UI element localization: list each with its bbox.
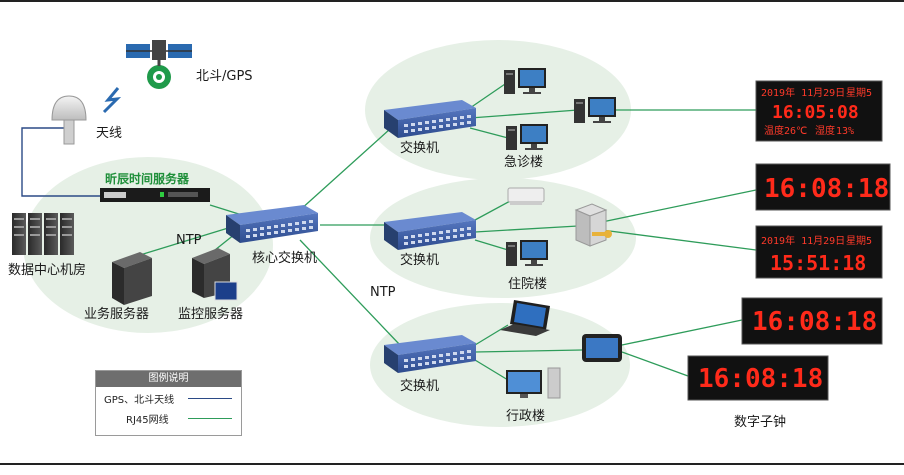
- legend-antenna-line: [188, 398, 232, 399]
- clock-1-date: 2019年 11月29日: [761, 86, 845, 99]
- clock-3: 2019年 11月29日 星期5 15:51:18: [755, 225, 883, 279]
- clock-5: 16:08:18: [687, 355, 829, 401]
- datacenter-label: 数据中心机房: [8, 262, 86, 278]
- legend-row-rj45: RJ45网线: [96, 407, 241, 427]
- clock-1-temp-label: 温度: [764, 124, 784, 137]
- tablet-icon: [582, 334, 622, 362]
- legend-row-antenna: GPS、北斗天线: [96, 387, 241, 407]
- switch-1-label: 交换机: [400, 140, 439, 156]
- clock-3-date: 2019年 11月29日: [761, 234, 845, 247]
- business-server-icon: [112, 252, 152, 305]
- clock-1-week: 星期5: [846, 87, 872, 99]
- monitor-server-label: 监控服务器: [178, 306, 243, 322]
- datacenter-rack-icon: [12, 213, 74, 255]
- time-server-label: 昕辰时间服务器: [105, 171, 190, 186]
- time-server-icon: [100, 188, 210, 202]
- clock-1-time: 16:05:08: [772, 102, 859, 123]
- clock-1: 2019年 11月29日 星期5 16:05:08 温度 26℃ 湿度 13%: [755, 80, 883, 142]
- clock-3-time: 15:51:18: [770, 251, 866, 275]
- clock-4-time: 16:08:18: [752, 307, 877, 337]
- bottom-border: [0, 463, 904, 465]
- legend-title: 图例说明: [96, 371, 241, 387]
- legend: 图例说明 GPS、北斗天线 RJ45网线: [95, 370, 242, 436]
- antenna-cable: [21, 127, 100, 197]
- core-switch-label: 核心交换机: [252, 250, 317, 266]
- switch-3-label: 交换机: [400, 378, 439, 394]
- mac-mini-icon: [507, 187, 545, 205]
- clock-1-hum-label: 湿度: [815, 124, 835, 137]
- switch-2-label: 交换机: [400, 252, 439, 268]
- ntp-label-bottom: NTP: [370, 285, 396, 300]
- inpatient-zone: [370, 178, 636, 298]
- desktop-pc-icon: [506, 367, 561, 399]
- admin-zone: [370, 303, 630, 427]
- server-key-icon: [574, 203, 612, 247]
- clock-2: 16:08:18: [755, 163, 891, 211]
- signal-bolt-icon: [102, 87, 122, 114]
- satellite-label: 北斗/GPS: [196, 69, 253, 84]
- laptop-icon: [500, 300, 550, 336]
- monitor-server-icon: [192, 248, 238, 301]
- business-server-label: 业务服务器: [84, 306, 149, 322]
- clock-1-temp: 26℃: [784, 126, 807, 137]
- ntp-label-left: NTP: [176, 233, 202, 248]
- legend-rj45-line: [188, 418, 232, 419]
- emergency-zone: [365, 40, 631, 180]
- legend-row-antenna-label: GPS、北斗天线: [104, 395, 175, 406]
- top-border: [0, 0, 904, 2]
- clock-4: 16:08:18: [741, 297, 883, 345]
- antenna-icon: [51, 95, 87, 145]
- legend-row-rj45-label: RJ45网线: [126, 415, 169, 426]
- emergency-label: 急诊楼: [504, 155, 543, 170]
- inpatient-label: 住院楼: [508, 277, 547, 292]
- satellite-icon: [126, 40, 192, 89]
- digital-clock-label: 数字子钟: [734, 414, 786, 430]
- antenna-label: 天线: [96, 126, 122, 141]
- clock-5-time: 16:08:18: [698, 364, 823, 394]
- admin-label: 行政楼: [506, 409, 545, 424]
- clock-3-week: 星期5: [846, 235, 872, 247]
- clock-1-hum: 13%: [836, 126, 854, 137]
- clock-2-time: 16:08:18: [764, 174, 889, 204]
